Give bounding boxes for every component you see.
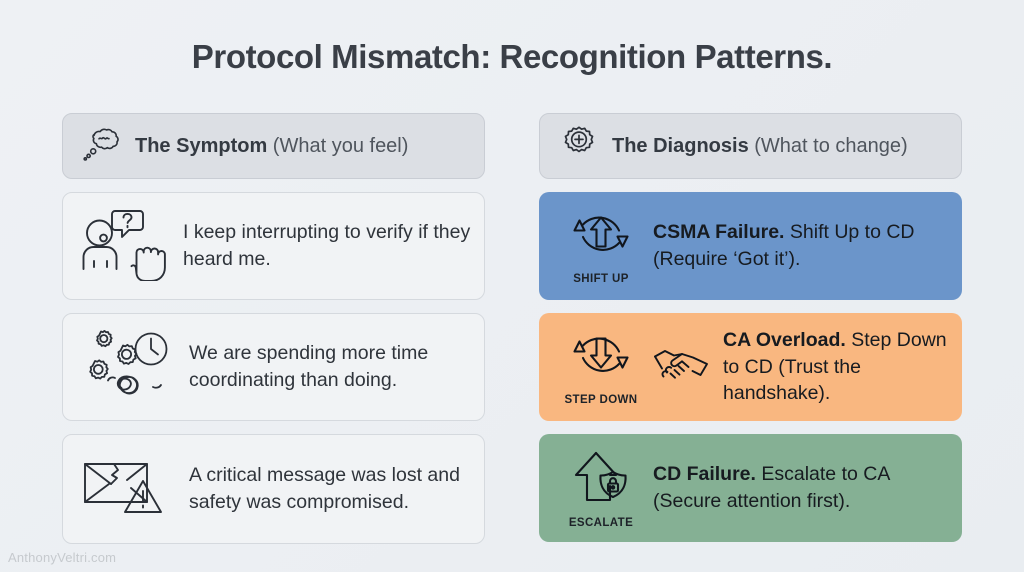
escalate-badge-label: ESCALATE xyxy=(568,516,634,529)
diagnosis-text-1-normal: Shift Up to CD (Require ‘Got it’). xyxy=(653,221,915,270)
header-row: The Symptom (What you feel) The Diagnosi… xyxy=(62,113,962,179)
symptom-column-header: The Symptom (What you feel) xyxy=(62,113,485,179)
symptom-card-2: We are spending more time coordinating t… xyxy=(62,313,485,421)
symptom-text-2: We are spending more time coordinating t… xyxy=(189,342,429,391)
diagnosis-text-1-bold: CSMA Failure. xyxy=(653,221,785,244)
step-down-badge: STEP DOWN xyxy=(559,329,643,406)
pair-row-3: A critical message was lost and safety w… xyxy=(62,434,962,544)
diagnosis-text-3-bold: CD Failure. xyxy=(653,463,756,486)
diagnosis-text-2: CA Overload. Step Down to CD (Trust the … xyxy=(723,327,962,407)
circular-arrow-down-icon xyxy=(566,329,636,392)
comparison-board: The Symptom (What you feel) The Diagnosi… xyxy=(62,113,962,557)
symptom-column-header-label: The Symptom (What you feel) xyxy=(135,135,408,158)
shift-up-badge-label: SHIFT UP xyxy=(573,272,629,285)
diagnosis-card-2: STEP DOWN CA Overload. Step Down to CD (… xyxy=(539,313,962,421)
shift-up-badge: SHIFT UP xyxy=(559,208,643,285)
diagnosis-header-normal: (What to change) xyxy=(748,134,908,157)
symptom-text-3: A critical message was lost and safety w… xyxy=(189,464,460,513)
step-down-badge-label: STEP DOWN xyxy=(564,393,638,406)
symptom-text-1: I keep interrupting to verify if they he… xyxy=(183,221,471,270)
symptom-card-1: I keep interrupting to verify if they he… xyxy=(62,192,485,300)
symptom-header-normal: (What you feel) xyxy=(267,134,409,157)
diagnosis-card-1: SHIFT UP CSMA Failure. Shift Up to CD (R… xyxy=(539,192,962,300)
diagnosis-text-2-bold: CA Overload. xyxy=(723,329,846,352)
pair-row-1: I keep interrupting to verify if they he… xyxy=(62,192,962,300)
symptom-card-3: A critical message was lost and safety w… xyxy=(62,434,485,544)
person-question-hand-icon xyxy=(81,207,167,286)
diagnosis-column-header-label: The Diagnosis (What to change) xyxy=(612,135,908,158)
pair-row-2: We are spending more time coordinating t… xyxy=(62,313,962,421)
gear-plus-icon xyxy=(560,125,598,168)
diagnosis-text-1: CSMA Failure. Shift Up to CD (Require ‘G… xyxy=(653,219,953,272)
page-title: Protocol Mismatch: Recognition Patterns. xyxy=(191,38,833,75)
diagnosis-column-header: The Diagnosis (What to change) xyxy=(539,113,962,179)
diagnosis-text-3: CD Failure. Escalate to CA (Secure atten… xyxy=(653,461,953,514)
gears-clock-tangle-icon xyxy=(81,326,173,409)
symptom-header-bold: The Symptom xyxy=(135,134,268,157)
diagnosis-header-bold: The Diagnosis xyxy=(612,134,749,157)
diagnosis-text-2-normal: Step Down to CD (Trust the handshake). xyxy=(723,329,947,405)
broken-envelope-warning-icon xyxy=(81,454,173,525)
circular-arrow-up-icon xyxy=(566,208,636,271)
watermark: AnthonyVeltri.com xyxy=(8,550,117,565)
handshake-icon xyxy=(653,343,711,392)
escalate-badge: ESCALATE xyxy=(559,448,643,529)
diagnosis-text-3-normal: Escalate to CA (Secure attention first). xyxy=(653,463,890,512)
thought-cloud-icon xyxy=(83,127,121,166)
arrow-up-shield-lock-icon xyxy=(566,448,636,515)
diagnosis-card-3: ESCALATE CD Failure. Escalate to CA (Sec… xyxy=(539,434,962,542)
